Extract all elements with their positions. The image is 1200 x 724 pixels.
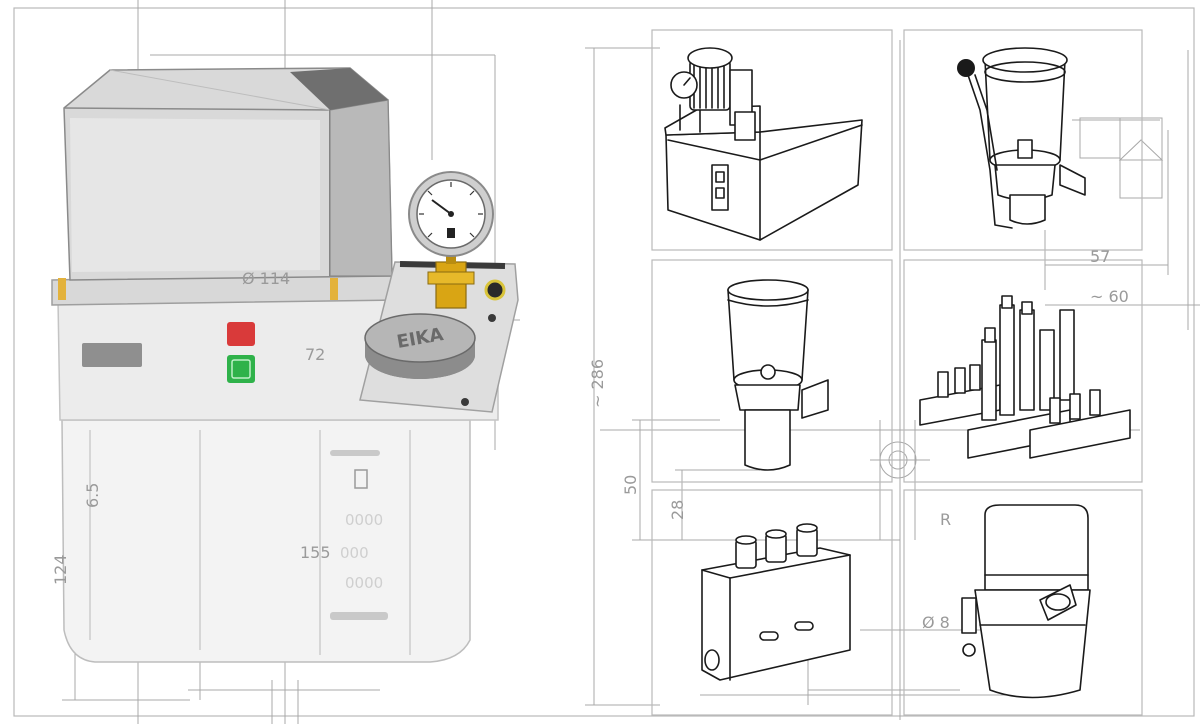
hand-lever-pump-panel: [903, 29, 1143, 251]
reservoir-mark-3: 0000: [345, 574, 383, 592]
indicator-green: [227, 355, 255, 383]
distributor-manifold-drawing: [919, 295, 1131, 459]
small-pump-reservoir-drawing: [961, 504, 1091, 699]
page-frame: [13, 7, 1195, 717]
grease-cup-drawing: [727, 279, 829, 471]
lubrication-unit-illustration: 0000 000 0000 EIKA: [51, 67, 519, 663]
dim-radius: R: [940, 510, 951, 529]
dim-28: 28: [668, 500, 687, 520]
small-pump-reservoir-panel: [903, 489, 1143, 716]
reservoir-mark-1: 0000: [345, 511, 383, 529]
dim-diameter-8: Ø 8: [922, 613, 950, 632]
dim-diameter-114: Ø 114: [242, 269, 290, 288]
reservoir-mark-2: 000: [340, 544, 369, 562]
three-port-block-panel: [651, 489, 893, 716]
three-port-block-drawing: [701, 523, 851, 681]
distributor-manifold-panel: [903, 259, 1143, 483]
indicator-red: [227, 322, 255, 346]
dim-57: 57: [1090, 247, 1110, 266]
dim-155: 155: [300, 543, 331, 562]
motor-pump-unit-panel: [651, 29, 893, 251]
dim-60: ~ 60: [1090, 287, 1129, 306]
grease-cup-panel: [651, 259, 893, 483]
dim-50: 50: [621, 475, 640, 495]
hand-lever-pump-drawing: [957, 47, 1086, 229]
dim-286: ~ 286: [588, 359, 607, 408]
dim-6-5: 6.5: [83, 483, 102, 508]
nameplate: [82, 343, 142, 367]
dim-72: 72: [305, 345, 325, 364]
dim-124: 124: [51, 554, 70, 585]
motor-pump-unit-drawing: [664, 47, 863, 241]
